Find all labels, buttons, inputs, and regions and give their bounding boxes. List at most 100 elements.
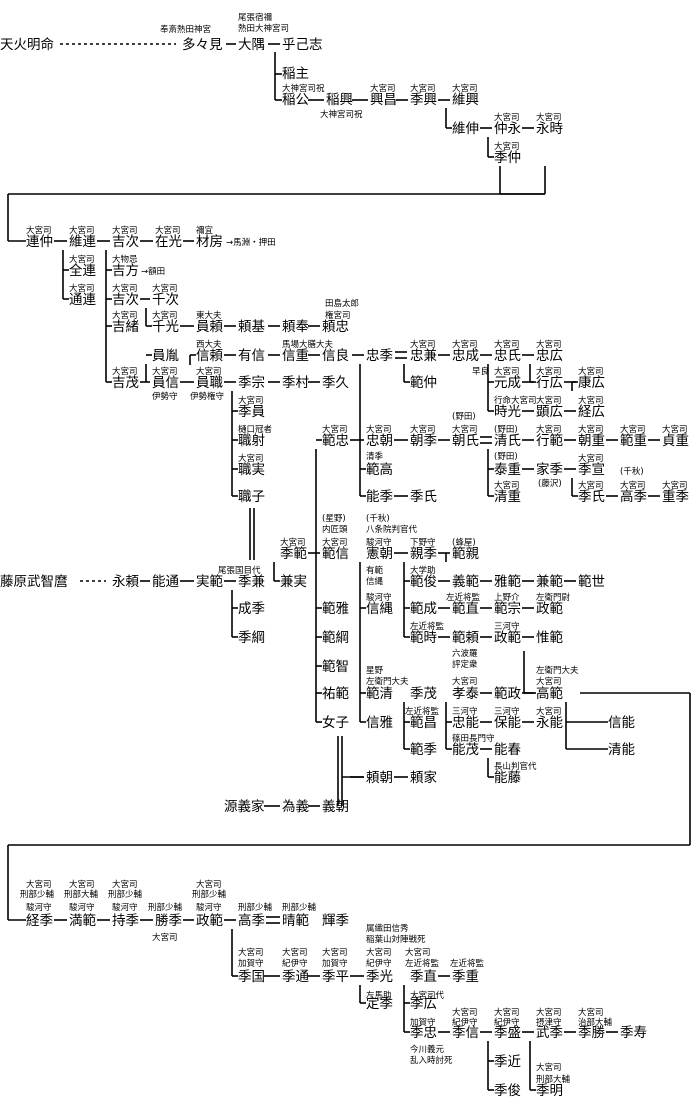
note-kaga: 加賀守: [322, 958, 348, 969]
note-gushi: 大宮司: [410, 83, 436, 94]
note-kozuke_suke: 上野介: [494, 593, 520, 603]
note-gushi: 大宮司: [112, 225, 138, 236]
person-suekane: 季兼: [238, 574, 265, 590]
person-yukihiro: 行広: [536, 375, 563, 391]
note-gushi: 大宮司: [152, 366, 178, 377]
note-gushi: 大宮司: [322, 947, 348, 958]
person-kazunobu: 員信: [152, 375, 179, 391]
note-daimotsuimi: 大物忌: [112, 254, 138, 265]
person-sueuji: 季氏: [410, 489, 437, 505]
note-gushi: 大宮司: [69, 283, 95, 294]
note-gushi: 大宮司: [69, 225, 95, 236]
person-norimune: 範宗: [494, 601, 521, 617]
person-kiyouji: 清氏: [494, 433, 521, 449]
note-nobunawa: 信縄: [366, 576, 384, 587]
note-n4: 大神宮司祝: [282, 83, 325, 94]
note-gushi: 大宮司: [494, 1007, 520, 1018]
person-sueshige: 季重: [452, 969, 479, 985]
note-gushi: 大宮司: [405, 947, 431, 958]
person-yoshio: 吉緒: [112, 319, 139, 335]
person-noritoshi: 範俊: [410, 574, 437, 590]
note-gushi: 大宮司: [366, 424, 392, 435]
person-yoshiharu: 能春: [494, 742, 522, 758]
person-kazumoto: 員職: [196, 375, 223, 391]
note-owari_oda: 属織田信秀: [366, 923, 409, 934]
note-gushi: 大宮司: [578, 1007, 604, 1018]
note-rokuhara: 六波羅: [452, 648, 478, 659]
person-suenori: 季範: [280, 546, 307, 562]
person-nakanaga: 仲永: [494, 121, 522, 137]
person-takesue: 武季: [536, 1025, 563, 1041]
person-suenobu2: 季宣: [578, 462, 605, 478]
note-gushi: 大宮司: [152, 932, 178, 943]
note-inabayama: 稲葉山対陣戦死: [366, 934, 426, 945]
person-sueaki: 季明: [536, 1083, 563, 1097]
person-sadashige: 貞重: [662, 433, 689, 449]
person-mitsunori: 満範: [69, 913, 96, 929]
person-yasushige: 泰重: [494, 462, 521, 478]
person-yasuyoshi: 保能: [494, 715, 521, 731]
person-yoritomo2: 頼朝: [366, 770, 393, 786]
note-kiyosue: 清季: [366, 451, 384, 462]
person-yoshimochi: 能茂: [452, 741, 479, 758]
note-gushi: 大宮司: [620, 480, 646, 491]
person-ohsumi: 大隅: [238, 37, 265, 53]
person-otoshi: 乎己志: [282, 37, 323, 53]
person-tadahiro: 忠広: [536, 348, 563, 364]
person-norinaka: 範仲: [410, 375, 437, 391]
note-gushi: 大宮司: [322, 424, 348, 435]
person-sanenori: 実範: [196, 574, 223, 590]
person-yoriie: 頼家: [410, 769, 437, 786]
person-narisue: 成季: [238, 601, 265, 617]
note-gushi: 大宮司: [494, 141, 520, 152]
note-n2: 尾張宿禰: [238, 12, 273, 23]
person-norichika: 範親: [452, 546, 479, 562]
note-suruga: 駿河守: [112, 902, 138, 913]
note-gushi: 大宮司: [494, 480, 520, 491]
person-norimasa3: 範昌: [410, 715, 437, 731]
note-n5: 大神宮司祝: [320, 109, 363, 120]
note-gushi: 大宮司: [196, 879, 222, 890]
person-suekatsu: 季勝: [578, 1025, 606, 1041]
person-yoshinori: 義範: [452, 573, 479, 590]
person-yukinori: 行範: [536, 433, 564, 449]
person-suechika: 季近: [494, 1054, 522, 1070]
note-gushi: 大宮司: [578, 480, 604, 491]
note-noda: (野田): [494, 452, 518, 462]
person-motozane: 職実: [238, 462, 265, 478]
person-masanori2: 政範: [536, 601, 564, 617]
note-mikawa: 三河守: [494, 621, 520, 632]
note-jibu: 治部大輔: [578, 1017, 613, 1028]
name-labels: 天火明命多々見大隅乎己志稲主稲公稲興興昌季興維興維伸仲永永時季仲連仲維連吉次在光…: [0, 36, 689, 1097]
note-gushi: 大宮司: [452, 424, 478, 435]
note-kii: 紀伊守: [452, 1017, 478, 1028]
note-mikawa: 三河守: [452, 706, 478, 717]
note-gushi: 大宮司: [536, 1007, 562, 1018]
note-kii: 紀伊守: [494, 1017, 520, 1028]
person-nobuyoshi: 信良: [322, 348, 349, 364]
note-saita: 西大夫: [196, 339, 222, 350]
person-yoshitomo_src: 源義家: [224, 798, 265, 815]
note-saemon_taifu: 左衛門大夫: [536, 665, 579, 676]
note-owarimokudai: 尾張国目代: [218, 565, 261, 576]
note-suruga: 駿河守: [196, 902, 222, 913]
person-motofusa: 材房: [196, 234, 223, 250]
note-gushi: 大宮司: [578, 366, 604, 377]
person-akihiro: 顕広: [536, 404, 563, 420]
person-sukenori: 祐範: [322, 686, 349, 702]
person-suehisa2: 季寿: [620, 1024, 647, 1041]
note-gushi: 大宮司: [26, 225, 52, 236]
person-arimitsu: 在光: [155, 234, 182, 250]
note-chiaki: (千秋): [620, 466, 644, 477]
person-kazuyori: 員頼: [196, 319, 223, 335]
person-suehira: 季平: [322, 969, 349, 985]
note-gushi: 大宮司: [536, 339, 562, 350]
person-yoshitsugu: 吉次: [112, 234, 139, 250]
person-masanori: 雅範: [494, 574, 522, 590]
person-suenobu: 季信: [452, 1025, 479, 1041]
annotation-notes: 奉斎熱田神宮尾張宿禰熱田大神宮司大神宮司祝大神宮司祝大宮司大宮司大宮司大宮司大宮…: [20, 12, 688, 1085]
person-koreoki: 維興: [452, 92, 479, 108]
note-tajima: 田島太郎: [325, 298, 359, 309]
note-gyobu_tai: 刑部大輔: [536, 1074, 571, 1085]
